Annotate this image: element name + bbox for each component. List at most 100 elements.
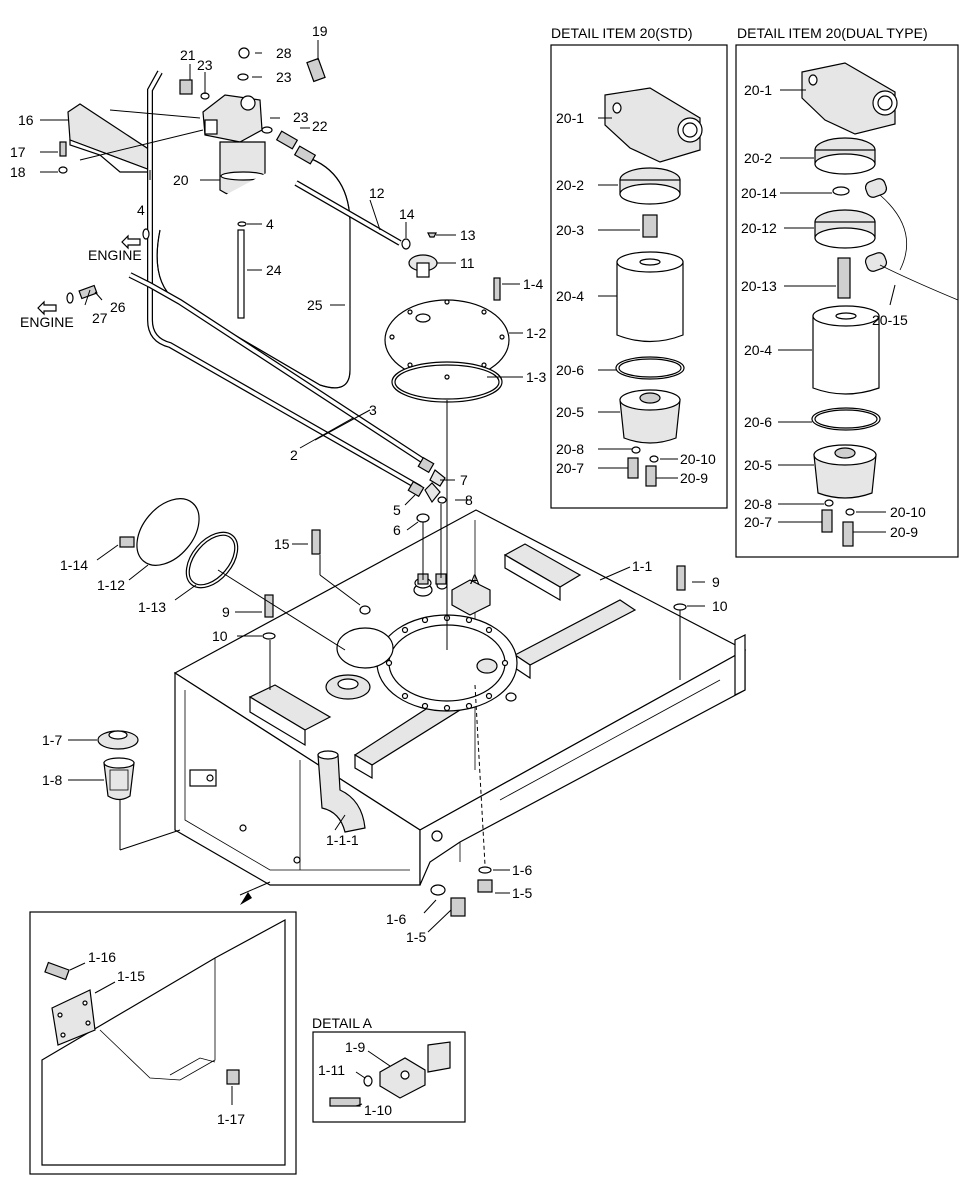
main-part-number-label: 1-6 [386,911,406,927]
detail-a-parts [329,1041,451,1107]
main-part-number-label: 10 [212,628,228,644]
dual-part-number-label: 20-4 [744,342,772,358]
main-part-number-label: 1-14 [60,557,88,573]
main-part-number-label: 26 [110,299,126,315]
detail-dual-frame [735,44,959,558]
dual-part-number-label: 20-2 [744,150,772,166]
cover-bolt-holes [389,299,505,380]
main-part-number-label: 17 [10,144,26,160]
dual-part-number-label: 20-5 [744,457,772,473]
inset-part-number-label: 1-15 [117,968,145,984]
detail_a-part-number-label: 1-11 [318,1062,345,1078]
main-part-number-label: 15 [274,536,290,552]
main-part-number-label: 12 [369,185,385,201]
main-part-number-label: 23 [197,57,213,73]
detail_a-part-number-label: 1-9 [345,1039,365,1055]
dual-part-number-label: 20-8 [744,496,772,512]
main-part-number-label: 10 [712,598,728,614]
suction-elbow [317,754,366,833]
dual-part-number-label: 20-13 [741,278,777,294]
detail-std-leaders [598,117,678,479]
dual-part-number-label: 20-15 [872,312,908,328]
std-part-number-label: 20-5 [556,404,584,420]
detail-a-pad [451,579,491,616]
main-part-number-label: 14 [399,206,415,222]
main-part-number-label: 1-1 [632,558,652,574]
main-part-number-label: 1-12 [97,577,125,593]
dual-part-number-label: 20-10 [890,504,926,520]
main-part-number-label: 8 [465,492,473,508]
main-part-number-label: 1-3 [526,369,546,385]
leader-lines [40,40,705,933]
dual-part-number-label: 20-14 [741,185,777,201]
main-part-number-label: 1-7 [42,732,62,748]
dual-part-number-label: 20-9 [890,524,918,540]
detail-a-marker: A [470,571,480,587]
side-access-cover [136,498,200,566]
main-part-number-label: 7 [460,472,468,488]
detail-std-labels: 20-1 20-2 20-3 20-4 20-6 20-5 20-8 20-7 … [556,110,716,486]
main-part-number-label: 13 [460,227,476,243]
main-part-number-label: 25 [307,297,323,313]
main-part-number-label: 1-4 [523,276,543,292]
detail-std-frame [550,44,728,509]
tank-side-face [174,671,421,886]
std-part-number-label: 20-4 [556,288,584,304]
main-part-number-label: 1-6 [512,862,532,878]
main-part-number-label: 23 [293,109,309,125]
engine-arrow-icon [121,234,141,250]
inset-part-number-label: 1-17 [217,1111,245,1127]
std-part-number-label: 20-3 [556,222,584,238]
main-part-number-label: 1-8 [42,772,62,788]
main-part-number-label: 19 [312,23,328,39]
engine-label: ENGINE [20,314,74,330]
std-part-number-label: 20-1 [556,110,584,126]
main-part-number-label: 1-1-1 [326,832,359,848]
main-part-number-label: 1-5 [406,929,426,945]
std-part-number-label: 20-10 [680,451,716,467]
main-part-number-label: 27 [92,310,108,326]
inset-labels: 1-16 1-15 1-17 [88,949,245,1127]
main-part-number-label: 1-2 [526,325,546,341]
fuel-tank: A [173,509,747,886]
main-part-number-label: 21 [180,47,196,63]
main-part-number-label: 24 [266,262,282,278]
inset-parts [41,918,286,1166]
detail_a-part-number-label: 1-10 [364,1102,392,1118]
main-labels: 19 21 23 28 23 23 22 16 17 18 20 4 4 24 … [10,23,728,945]
detail-a-title: DETAIL A [312,1015,373,1031]
main-part-number-label: 6 [393,522,401,538]
inset-leaders [69,881,271,1105]
inset-frame [29,911,297,1175]
detail-a-leaders [355,1050,391,1107]
detail-a-labels: 1-9 1-11 1-10 [318,1039,392,1118]
flange-bolt-holes [385,614,509,712]
tank-sender-port [336,627,394,669]
detail-std-parts [604,87,703,487]
engine-label: ENGINE [88,247,142,263]
std-part-number-label: 20-2 [556,177,584,193]
main-part-number-label: 3 [369,402,377,418]
main-part-number-label: 28 [276,45,292,61]
main-part-number-label: 9 [222,604,230,620]
detail-a-frame [312,1031,466,1123]
detail-dual-parts [801,62,959,547]
std-part-number-label: 20-9 [680,470,708,486]
main-part-number-label: 1-13 [138,599,166,615]
main-part-number-label: 5 [393,502,401,518]
dual-part-number-label: 20-7 [744,514,772,530]
dual-part-number-label: 20-1 [744,82,772,98]
main-part-number-label: 22 [312,118,328,134]
main-part-number-label: 20 [173,172,189,188]
detail-dual-title: DETAIL ITEM 20(DUAL TYPE) [737,25,928,41]
engine-arrow-icon [37,300,57,316]
detail-std-title: DETAIL ITEM 20(STD) [551,25,693,41]
dual-part-number-label: 20-6 [744,414,772,430]
inset-part-number-label: 1-16 [88,949,116,965]
pipe-24 [237,229,245,319]
detail-dual-labels: 20-1 20-2 20-14 20-12 20-13 20-15 20-4 2… [741,82,926,540]
dual-part-number-label: 20-12 [741,220,777,236]
detail-dual-leaders [778,89,896,533]
std-part-number-label: 20-7 [556,460,584,476]
